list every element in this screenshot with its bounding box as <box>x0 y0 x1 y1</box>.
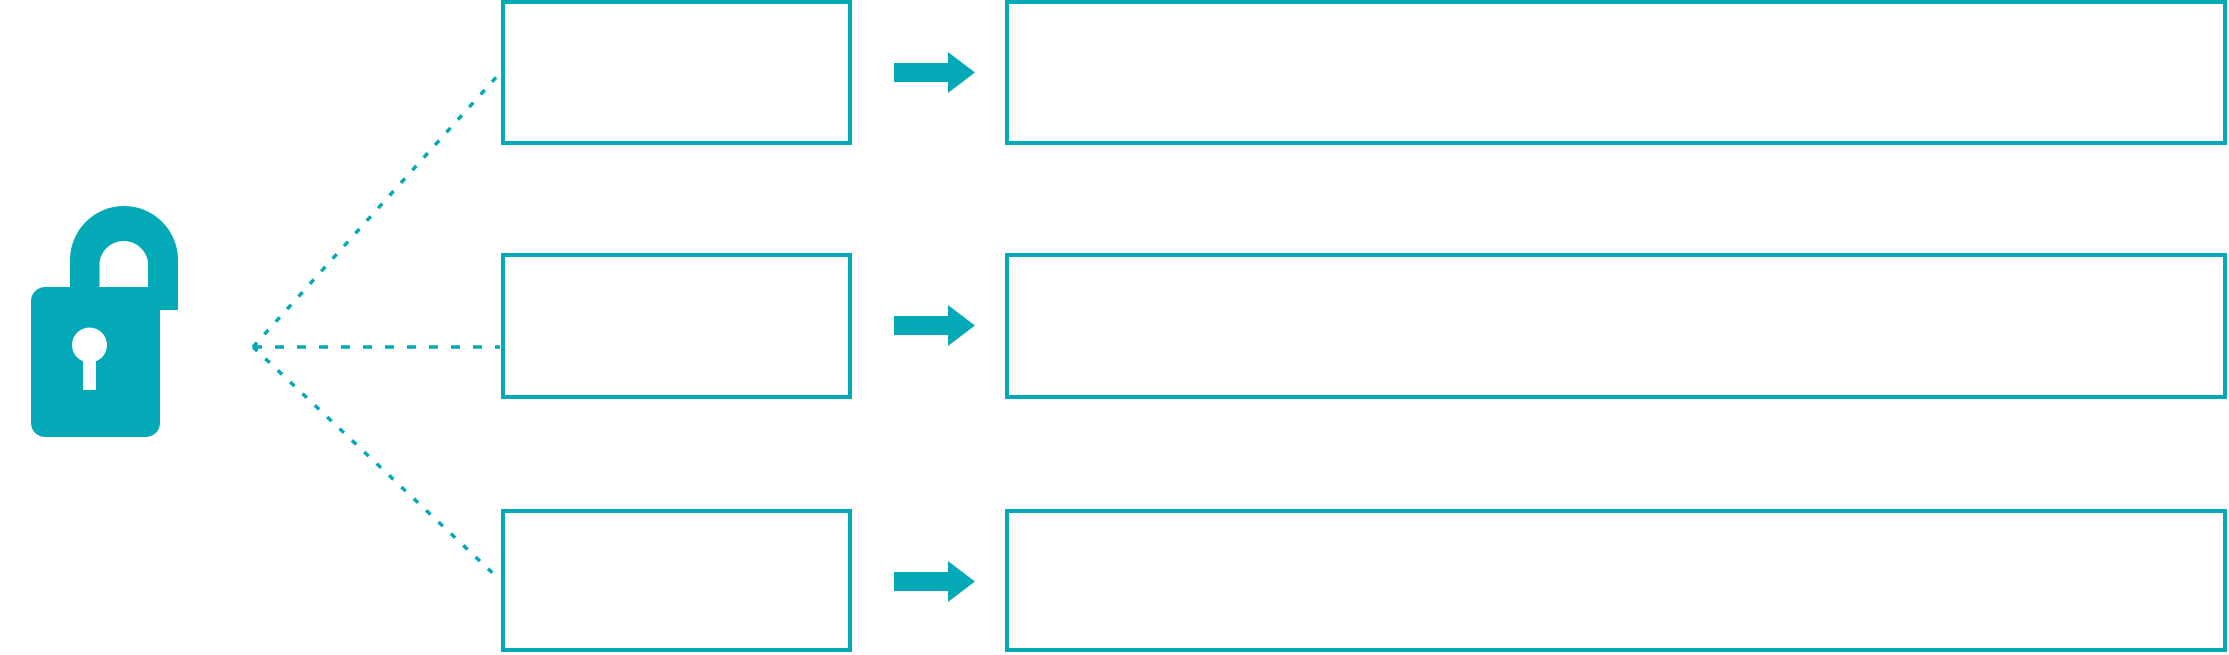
lock-icon <box>31 206 178 437</box>
effect-box-2 <box>1005 253 2227 399</box>
effect-box-3 <box>1005 509 2227 652</box>
connector-lines <box>251 71 502 582</box>
arrow-right-icon-2 <box>894 305 975 346</box>
effect-box-1 <box>1005 0 2227 145</box>
arrow-right-icon-1 <box>894 52 975 93</box>
cause-box-1 <box>501 0 852 145</box>
arrow-right-icon-3 <box>894 561 975 602</box>
connector-line-3 <box>251 345 502 582</box>
cause-box-3 <box>501 509 852 652</box>
connector-line-1 <box>251 71 502 349</box>
cause-box-2 <box>501 253 852 399</box>
